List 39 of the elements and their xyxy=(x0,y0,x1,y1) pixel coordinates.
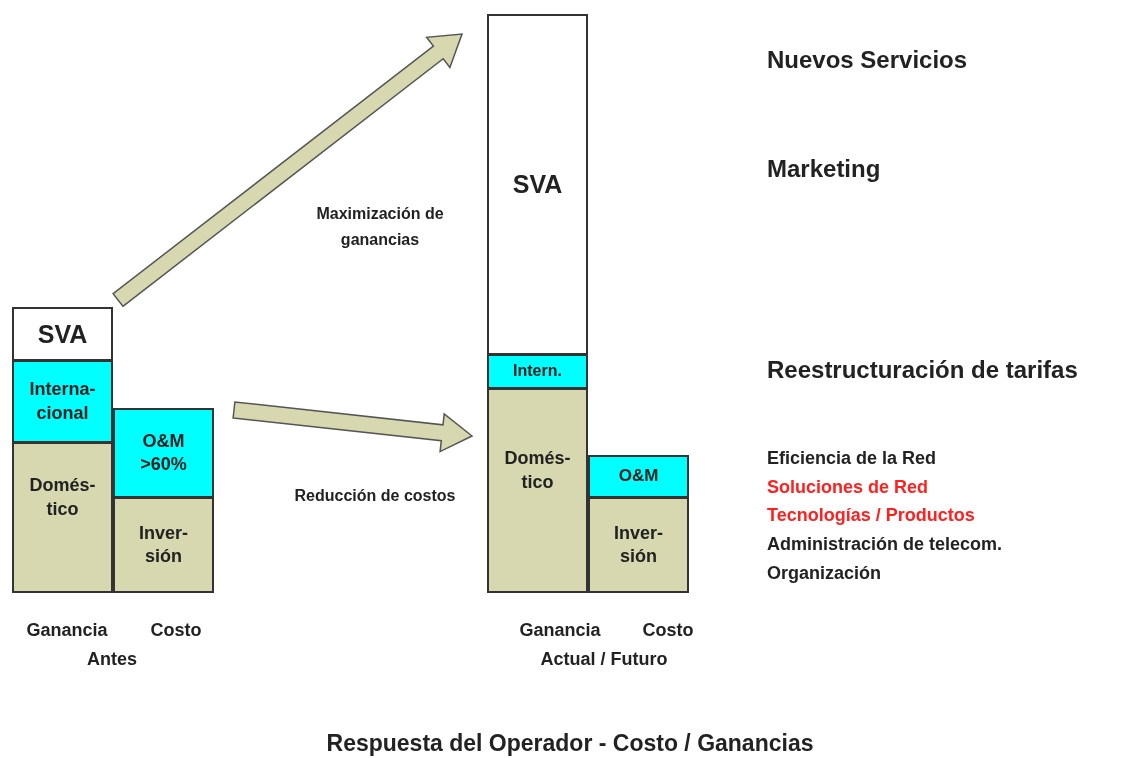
bar-segment xyxy=(113,408,214,498)
axis-label: Costo xyxy=(150,620,202,641)
segment-label: Inver- sión xyxy=(613,521,664,568)
segment-label: Inver- sión xyxy=(138,521,189,568)
bar-segment xyxy=(588,455,689,498)
note-text: Organización xyxy=(767,563,882,584)
axis-label: Antes xyxy=(87,649,137,670)
caption: Respuesta del Operador - Costo / Ganancias xyxy=(326,730,814,757)
bar-segment xyxy=(487,388,588,593)
note-text: Reestructuración de tarifas xyxy=(767,356,1078,384)
note-text: Administración de telecom. xyxy=(767,534,1003,555)
block-arrow xyxy=(232,401,474,453)
bar-segment xyxy=(12,360,113,443)
segment-label: Intern. xyxy=(512,361,563,382)
segment-label: Domés- tico xyxy=(28,474,97,521)
bar-segment xyxy=(487,14,588,355)
segment-label: SVA xyxy=(36,318,89,350)
segment-label: SVA xyxy=(511,169,564,201)
axis-label: Costo xyxy=(642,620,694,641)
note-text: Nuevos Servicios xyxy=(767,46,968,74)
note-text: Soluciones de Red xyxy=(767,477,929,498)
axis-label: Ganancia xyxy=(26,620,108,641)
block-arrow xyxy=(112,33,464,308)
bar-segment xyxy=(487,354,588,389)
note-text: Marketing xyxy=(767,155,881,183)
bar-segment xyxy=(588,497,689,593)
segment-label: Domés- tico xyxy=(503,447,572,494)
edge-label: Reducción de costos xyxy=(293,486,457,506)
note-text: Tecnologías / Productos xyxy=(767,505,975,526)
edge-label: Maximización de ganancias xyxy=(315,204,445,250)
segment-label: O&M >60% xyxy=(139,429,188,476)
bar-segment xyxy=(113,497,214,593)
bar-segment xyxy=(12,442,113,593)
segment-label: O&M xyxy=(617,465,660,488)
axis-label: Actual / Futuro xyxy=(540,649,668,670)
segment-label: Interna- cional xyxy=(28,378,97,425)
bar-segment xyxy=(12,307,113,361)
note-text: Eficiencia de la Red xyxy=(767,448,937,469)
axis-label: Ganancia xyxy=(519,620,601,641)
